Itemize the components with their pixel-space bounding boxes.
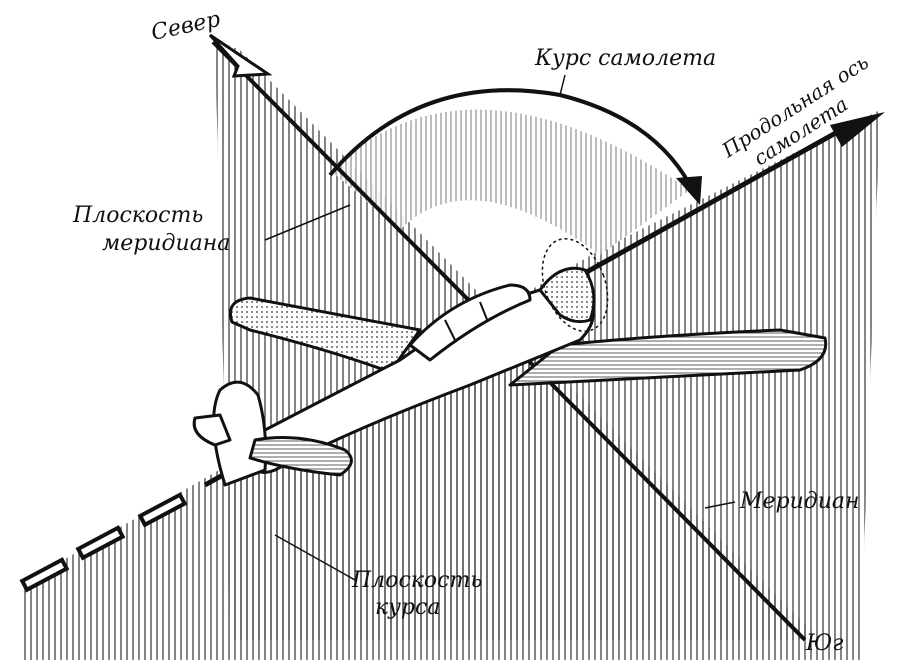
engine-cowling — [538, 266, 596, 324]
horizontal-stabilizer — [248, 436, 353, 477]
label-course-plane-line2: курса — [375, 595, 440, 620]
axis-dashes — [19, 492, 188, 593]
left-wing — [229, 296, 422, 374]
label-heading: Курс самолета — [534, 46, 716, 71]
label-meridian-plane-line1: Плоскость — [72, 203, 203, 228]
leader-meridian — [704, 501, 736, 509]
canopy — [408, 283, 532, 362]
heading-sector — [330, 109, 690, 256]
propeller-disc — [541, 237, 609, 333]
heading-arc — [328, 88, 697, 196]
label-meridian: Меридиан — [739, 489, 860, 514]
leader-heading — [559, 74, 566, 96]
aircraft — [192, 237, 828, 487]
north-arrow-icon — [208, 33, 273, 78]
heading-arc-arrow-icon — [676, 176, 702, 205]
label-north: Север — [149, 7, 222, 46]
label-meridian-plane-line2: меридиана — [102, 231, 230, 256]
axis-arrow-icon — [830, 112, 885, 147]
leader-meridian-plane — [264, 204, 351, 241]
leader-course-plane — [274, 534, 356, 581]
label-south: Юг — [805, 631, 843, 656]
label-course-plane-line1: Плоскость — [351, 568, 482, 593]
right-wing — [508, 328, 828, 387]
